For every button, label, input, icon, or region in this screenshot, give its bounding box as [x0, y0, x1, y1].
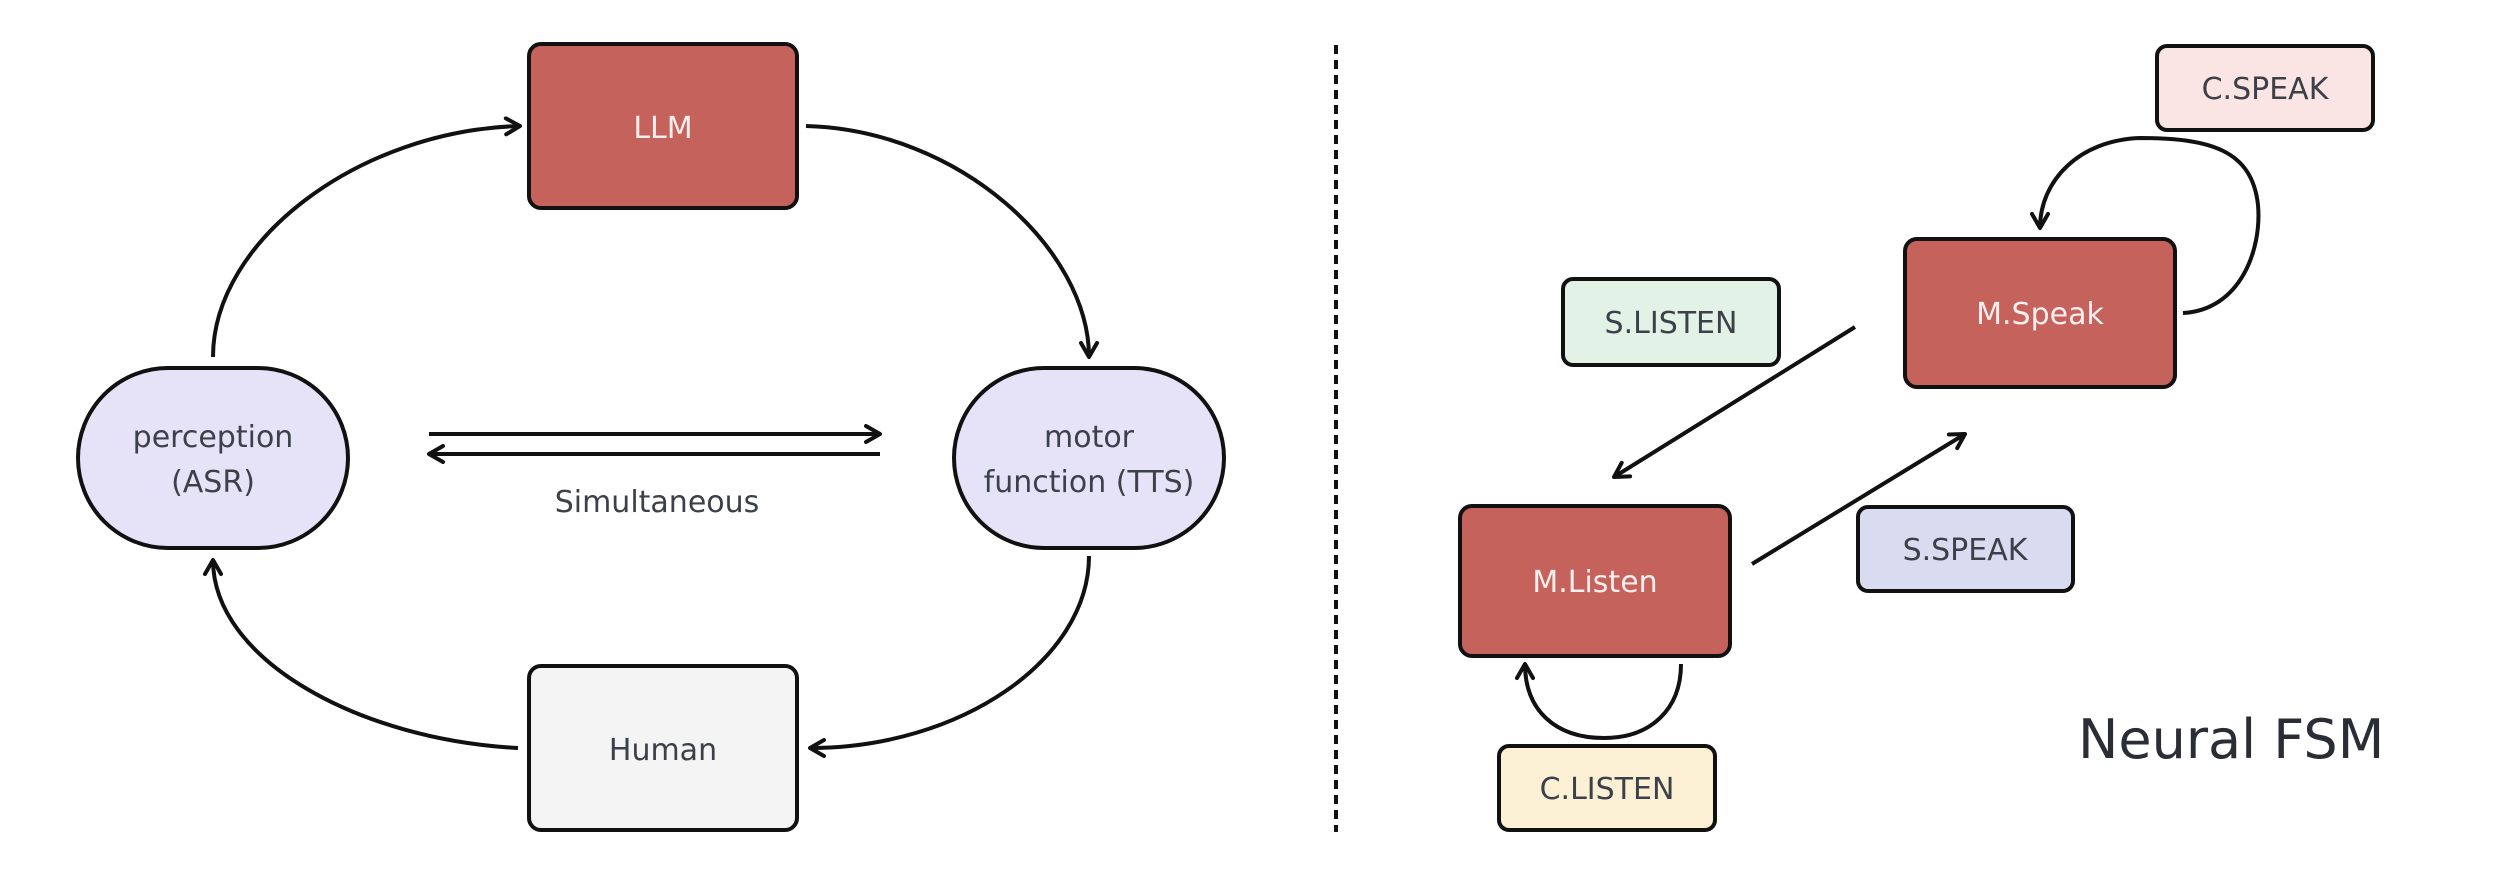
perception-node[interactable]: perception (ASR) — [76, 366, 350, 550]
m-speak-node[interactable]: M.Speak — [1903, 237, 2177, 389]
c-listen-box — [1497, 744, 1717, 832]
simultaneous-label: Simultaneous — [555, 485, 760, 520]
edge-perception-to-llm — [211, 116, 522, 358]
perception-node-shape — [76, 366, 350, 550]
perception-node-label-line1: perception — [133, 420, 294, 455]
motor-function-node-shape — [952, 366, 1226, 550]
human-node-label: Human — [609, 733, 717, 768]
edge-human-to-perception — [203, 558, 519, 750]
c-listen-label: C.LISTEN — [1497, 744, 1717, 832]
human-node-box — [527, 664, 799, 832]
m-speak-box — [1903, 237, 2177, 389]
perception-node-label-line2: (ASR) — [171, 465, 255, 500]
right-panel: C.SPEAK S.LISTEN S.SPEAK C.LISTEN M.Spea… — [1458, 44, 2384, 832]
neural-fsm-title: Neural FSM — [2078, 708, 2384, 771]
edge-llm-to-motor — [805, 124, 1099, 359]
llm-node-label: LLM — [633, 111, 692, 146]
s-listen-text: S.LISTEN — [1605, 306, 1738, 341]
s-speak-text: S.SPEAK — [1903, 533, 2029, 568]
m-listen-text: M.Listen — [1532, 565, 1657, 600]
edge-m-listen-self-loop — [1515, 662, 1683, 741]
edge-m-speak-self-loop — [2030, 135, 2261, 315]
c-listen-text: C.LISTEN — [1540, 772, 1675, 807]
llm-node-box — [527, 42, 799, 210]
motor-function-node[interactable]: motor function (TTS) — [952, 366, 1226, 550]
motor-function-node-label-line1: motor — [1044, 420, 1135, 455]
motor-function-node-label-line2: function (TTS) — [984, 465, 1195, 500]
m-listen-node[interactable]: M.Listen — [1458, 504, 1732, 658]
s-speak-label: S.SPEAK — [1856, 505, 2075, 593]
s-speak-box — [1856, 505, 2075, 593]
c-speak-label: C.SPEAK — [2155, 44, 2375, 132]
left-panel: Simultaneous LLM Human perception (ASR) … — [76, 42, 1226, 832]
c-speak-box — [2155, 44, 2375, 132]
edge-m-listen-to-m-speak — [1750, 432, 1967, 566]
llm-node[interactable]: LLM — [527, 42, 799, 210]
m-speak-text: M.Speak — [1976, 297, 2104, 332]
human-node[interactable]: Human — [527, 664, 799, 832]
s-listen-box — [1561, 277, 1781, 367]
m-listen-box — [1458, 504, 1732, 658]
edge-m-speak-to-m-listen — [1612, 325, 1857, 479]
edge-motor-to-human — [808, 555, 1091, 758]
c-speak-text: C.SPEAK — [2202, 72, 2330, 107]
s-listen-label: S.LISTEN — [1561, 277, 1781, 367]
